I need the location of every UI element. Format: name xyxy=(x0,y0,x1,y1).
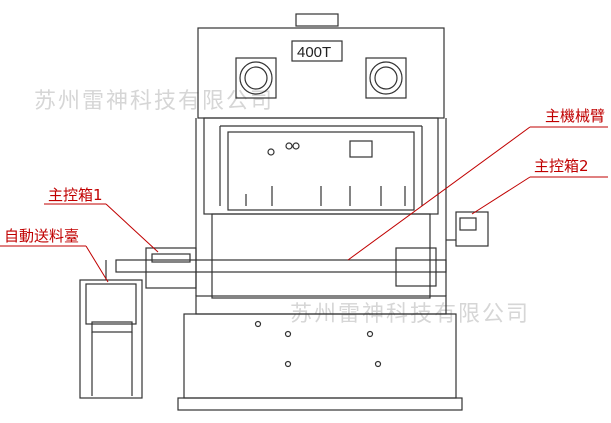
leader-control-box-1-diag xyxy=(105,203,159,253)
auto-feed-table xyxy=(79,260,143,399)
left-flywheel xyxy=(235,57,277,99)
tonnage-plate xyxy=(291,40,343,62)
right-flywheel xyxy=(365,57,407,99)
control-box-2-panel xyxy=(455,211,489,247)
label-auto-feed-table: 自動送料臺 xyxy=(4,227,80,245)
label-control-box-1: 主控箱1 xyxy=(48,186,103,204)
foot xyxy=(177,397,463,411)
label-control-box-2: 主控箱2 xyxy=(534,157,589,175)
label-main-arm: 主機械臂 xyxy=(545,107,606,125)
watermark-top: 苏州雷神科技有限公司 xyxy=(34,89,275,114)
base xyxy=(183,313,457,399)
left-gripper xyxy=(145,247,197,289)
tonnage-label: 400T xyxy=(297,44,332,61)
right-gripper xyxy=(395,247,437,287)
leader-auto-feed-table-diag xyxy=(85,245,109,283)
leader-main-arm-diag xyxy=(347,126,531,261)
crown-cap xyxy=(295,13,339,27)
bolster-frame xyxy=(211,213,431,299)
feed-beam xyxy=(115,259,447,273)
bed xyxy=(195,295,447,315)
slide xyxy=(227,131,415,211)
leader-control-box-2-diag xyxy=(471,176,531,215)
slide-window xyxy=(349,140,373,158)
